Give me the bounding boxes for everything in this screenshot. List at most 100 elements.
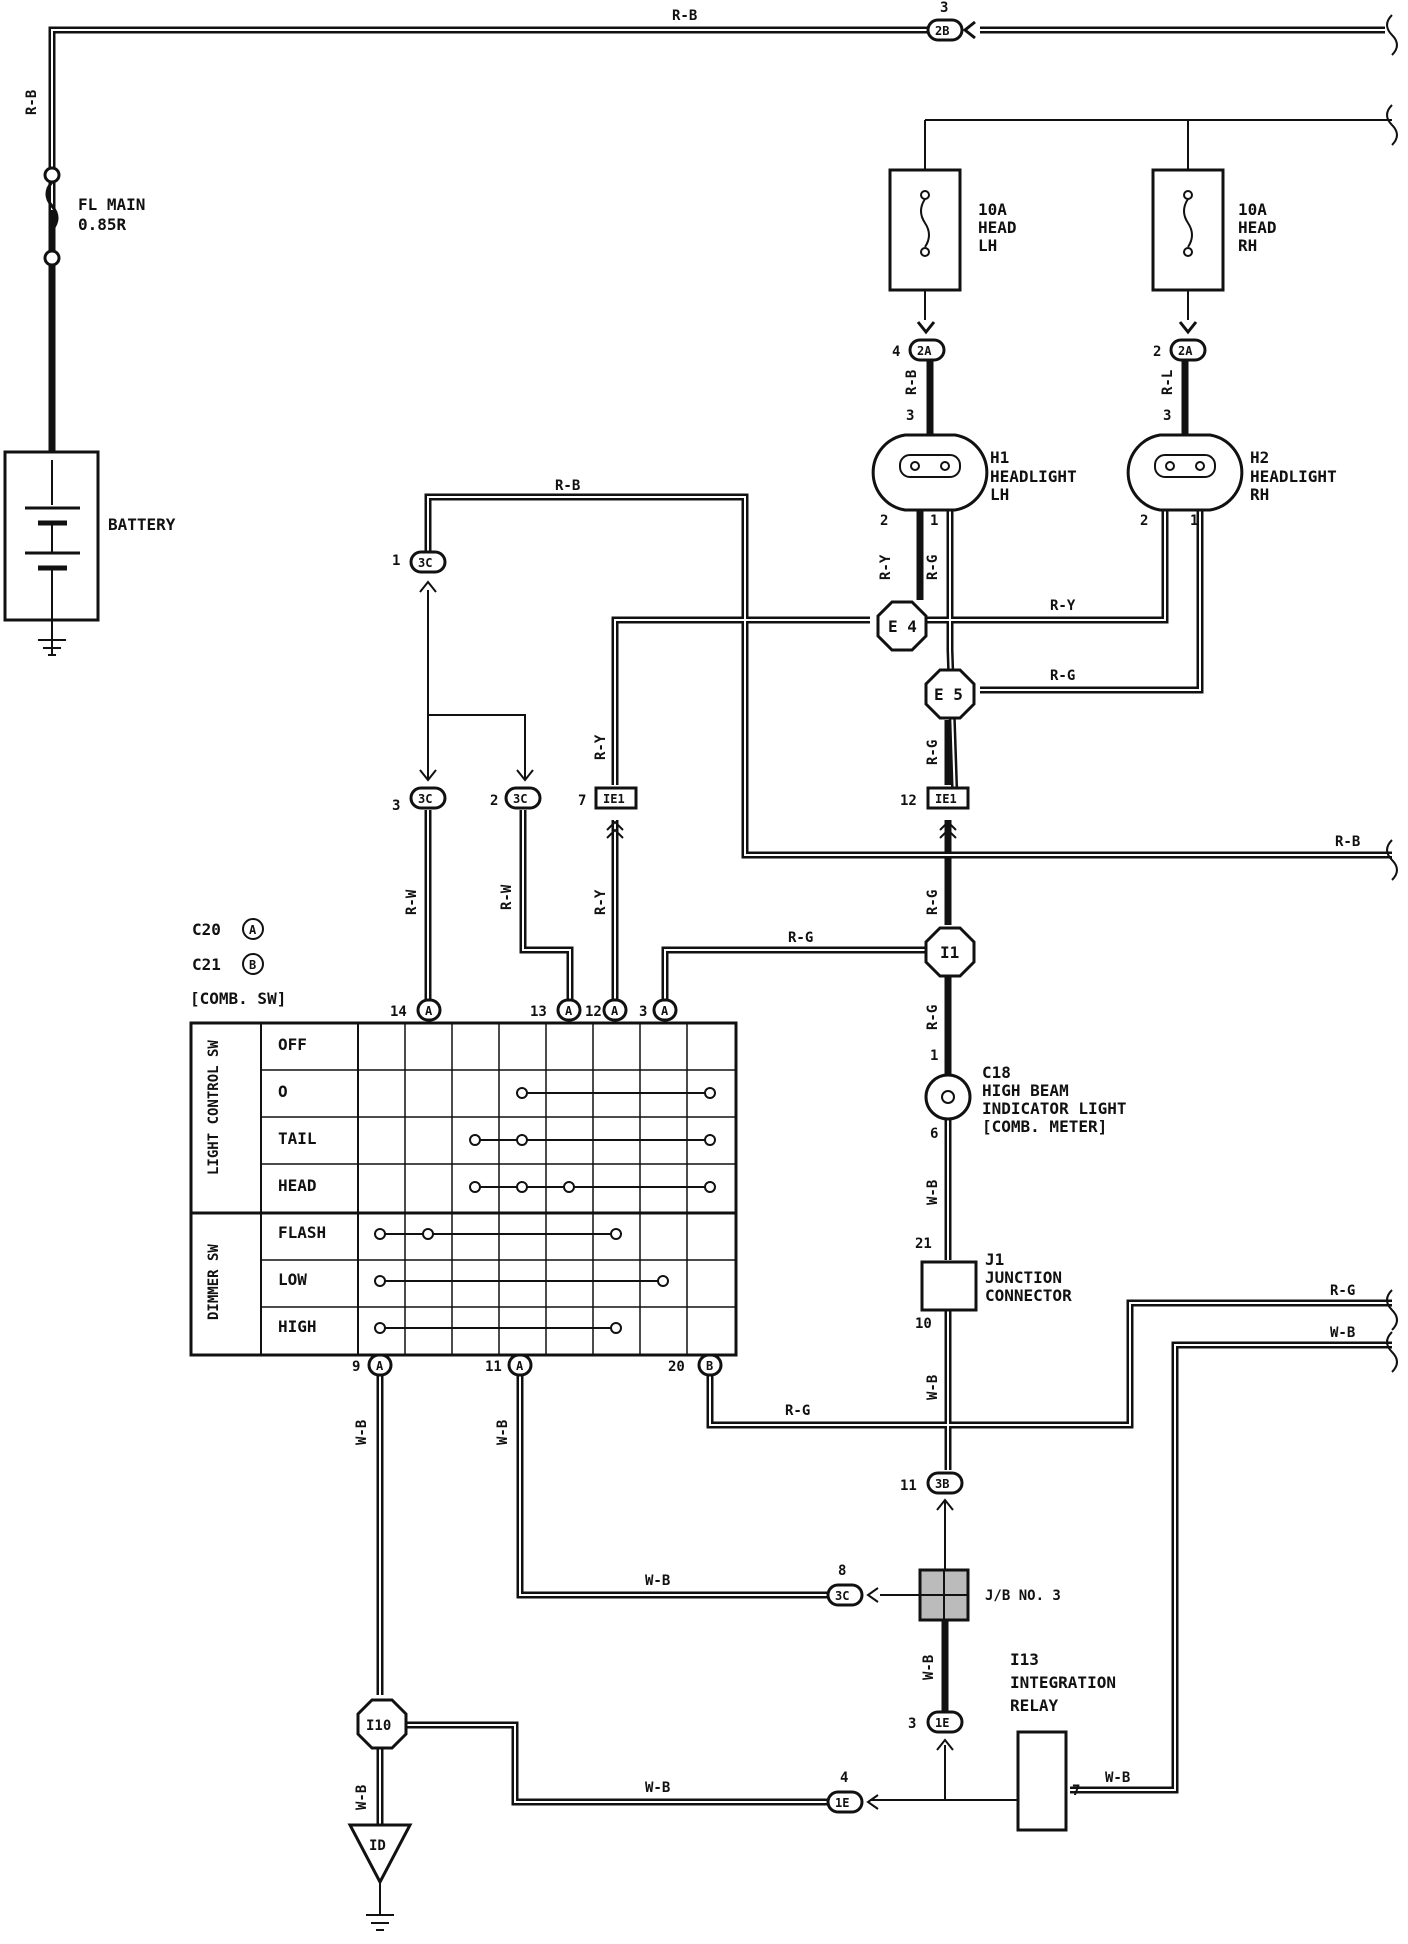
wire-label: R-B: [555, 478, 580, 494]
svg-text:3: 3: [392, 798, 400, 814]
switch-row-label: FLASH: [278, 1223, 326, 1242]
svg-text:CONNECTOR: CONNECTOR: [985, 1286, 1072, 1305]
svg-text:1E: 1E: [935, 1716, 949, 1730]
connector-b20: B: [697, 1353, 723, 1377]
fuse-amp: 10A: [1238, 200, 1267, 219]
fuse-label: FL MAIN: [78, 195, 145, 214]
svg-text:C18: C18: [982, 1063, 1011, 1082]
svg-text:3: 3: [906, 408, 914, 424]
junction-e4: E 4: [876, 600, 928, 652]
svg-text:2B: 2B: [935, 24, 949, 38]
svg-text:ID: ID: [369, 1838, 386, 1854]
wire-label: W-B: [645, 1780, 670, 1796]
continuity-point: [374, 1275, 386, 1287]
wire-label: W-B: [354, 1420, 370, 1445]
wire-label: R-B: [1335, 834, 1360, 850]
svg-text:1: 1: [1190, 513, 1198, 529]
svg-text:6: 6: [930, 1126, 938, 1142]
junction-i1: I1: [924, 926, 976, 978]
svg-text:2: 2: [1153, 344, 1161, 360]
fuse-name: HEAD: [978, 218, 1017, 237]
svg-text:A: A: [249, 923, 257, 937]
connector-2a-lh: 2A: [908, 321, 946, 362]
junction-i10: I10: [356, 1698, 408, 1750]
svg-text:13: 13: [530, 1004, 547, 1020]
headlight-id: H1: [990, 448, 1009, 467]
wire-label: W-B: [925, 1375, 941, 1400]
junction-label: E 4: [888, 617, 917, 636]
svg-text:3C: 3C: [418, 556, 432, 570]
wire-wb-11: [516, 1375, 830, 1599]
connector-2b: 2B: [926, 18, 976, 42]
wire-label: R-B: [24, 90, 40, 115]
svg-text:3C: 3C: [418, 792, 432, 806]
switch-table: LIGHT CONTROL SW DIMMER SW OFF O TAIL HE…: [189, 1021, 738, 1357]
wire-label: R-G: [925, 1005, 941, 1030]
comb-sw-label: [COMB. SW]: [190, 989, 286, 1008]
c20-label: C20: [192, 920, 221, 939]
switch-row-label: O: [278, 1082, 288, 1101]
fuse-side: RH: [1238, 236, 1257, 255]
svg-text:11: 11: [485, 1359, 502, 1375]
connector-a13: A: [556, 998, 582, 1022]
svg-text:A: A: [425, 1004, 433, 1018]
connector-3b: 3B: [926, 1471, 964, 1511]
svg-text:IE1: IE1: [603, 792, 625, 806]
wire-label: R-B: [904, 370, 920, 395]
svg-text:3B: 3B: [935, 1477, 949, 1491]
fuse-fl-main: FL MAIN 0.85R: [43, 166, 145, 460]
connector-legend: C20 A C21 B [COMB. SW]: [190, 918, 286, 1008]
wire-label: W-B: [1330, 1325, 1355, 1341]
svg-text:12: 12: [900, 793, 917, 809]
svg-text:7: 7: [578, 793, 586, 809]
wire-label: R-G: [1330, 1283, 1355, 1299]
wire-labels: R-B R-B R-B R-B R-B R-L R-Y R-G R-Y R-G …: [24, 8, 1360, 1810]
wire-label: W-B: [921, 1655, 937, 1680]
switch-row-label: OFF: [278, 1035, 307, 1054]
connector-a11: A: [507, 1353, 533, 1377]
continuity-point: [374, 1228, 386, 1240]
connector-1e-bottom: 1E: [826, 1790, 879, 1814]
ground-symbol: [38, 639, 66, 656]
fuse-side: LH: [978, 236, 997, 255]
fuse-rating: 0.85R: [78, 215, 127, 234]
svg-text:A: A: [661, 1004, 669, 1018]
wire-label: R-G: [925, 555, 941, 580]
connector-a9: A: [367, 1353, 393, 1377]
wire-label: R-L: [1160, 370, 1176, 395]
wire-label: R-Y: [878, 554, 894, 580]
continuity-point: [469, 1134, 481, 1146]
svg-text:7: 7: [1072, 1783, 1080, 1799]
svg-text:4: 4: [892, 344, 900, 360]
svg-text:2: 2: [1140, 513, 1148, 529]
wire-label: R-W: [499, 884, 515, 910]
svg-text:B: B: [706, 1359, 713, 1373]
svg-text:3: 3: [639, 1004, 647, 1020]
connector-3c-top: 3C: [409, 550, 447, 593]
wire-label: R-Y: [593, 734, 609, 760]
svg-text:RELAY: RELAY: [1010, 1696, 1059, 1715]
headlight-side: RH: [1250, 485, 1269, 504]
junction-block-3: J/B NO. 3: [918, 1568, 1061, 1622]
svg-text:10: 10: [915, 1316, 932, 1332]
right-terminations: [1386, 14, 1398, 1373]
fuse-head-rh: 10A HEAD RH: [1151, 168, 1277, 292]
continuity-point: [516, 1087, 528, 1099]
switch-row-label: TAIL: [278, 1129, 317, 1148]
battery-label: BATTERY: [108, 515, 176, 534]
group-label: LIGHT CONTROL SW: [206, 1040, 222, 1175]
integration-relay: I13 INTEGRATION RELAY: [1010, 1650, 1116, 1832]
svg-text:11: 11: [900, 1478, 917, 1494]
svg-text:2: 2: [490, 793, 498, 809]
svg-text:2A: 2A: [917, 344, 932, 358]
svg-text:2: 2: [880, 513, 888, 529]
svg-text:3C: 3C: [513, 792, 527, 806]
wire-label: W-B: [354, 1785, 370, 1810]
continuity-point: [610, 1228, 622, 1240]
svg-text:I13: I13: [1010, 1650, 1039, 1669]
svg-text:INTEGRATION: INTEGRATION: [1010, 1673, 1116, 1692]
svg-text:3C: 3C: [835, 1589, 849, 1603]
wire-label: R-G: [1050, 668, 1075, 684]
wire-label: R-G: [925, 890, 941, 915]
